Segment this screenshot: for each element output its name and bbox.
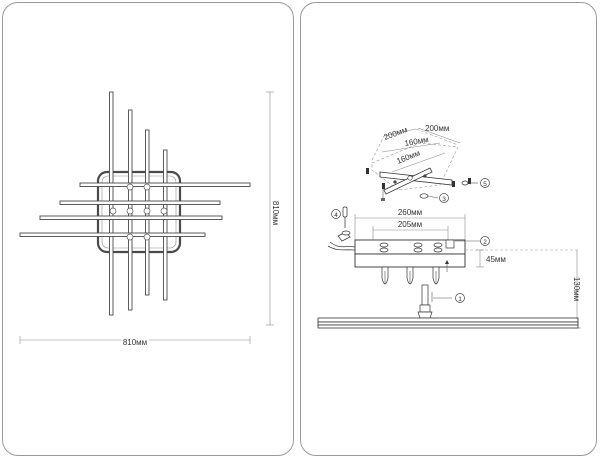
washer bbox=[419, 193, 429, 199]
callout-4: 4 bbox=[331, 209, 341, 219]
horizontal-bar-1 bbox=[79, 182, 251, 187]
right-panel-installation-view bbox=[300, 2, 597, 456]
vertical-bar-4 bbox=[163, 149, 168, 301]
stem bbox=[421, 284, 429, 306]
screwdriver-icon bbox=[342, 206, 348, 218]
horizontal-bar-3 bbox=[39, 215, 223, 220]
lamp-front-view: 810мм 810мм bbox=[19, 91, 282, 349]
svg-text:4: 4 bbox=[334, 212, 338, 219]
horizontal-bar-2 bbox=[59, 200, 221, 205]
canopy-base: 260мм 205мм bbox=[327, 206, 466, 285]
power-wire bbox=[329, 241, 356, 248]
stem-joint bbox=[419, 304, 431, 313]
svg-text:5: 5 bbox=[483, 181, 487, 188]
dim-205-label: 205мм bbox=[398, 220, 422, 229]
dim-200-right: 200мм bbox=[425, 124, 449, 133]
callout-2: 2 bbox=[455, 236, 490, 246]
height-dim-label: 810мм bbox=[271, 201, 280, 225]
lamp-bar-bottom bbox=[317, 324, 579, 329]
callout-1: 1 bbox=[455, 293, 465, 303]
dim-45-label: 45мм bbox=[486, 255, 506, 264]
bracket-bar-b bbox=[383, 167, 433, 195]
callout-5: 5 bbox=[480, 178, 490, 188]
mounting-bracket-exploded: 200мм 200мм 160мм 160мм bbox=[366, 124, 478, 201]
svg-text:2: 2 bbox=[483, 239, 487, 246]
horizontal-bar-4 bbox=[19, 232, 206, 237]
center-frame-inner bbox=[101, 175, 177, 249]
height-dimensions: 45мм 130мм bbox=[465, 249, 581, 329]
canopy-body bbox=[354, 253, 466, 268]
wall-anchor bbox=[461, 180, 469, 186]
lamp-bar-top bbox=[317, 317, 579, 323]
svg-text:1: 1 bbox=[458, 296, 462, 303]
svg-text:3: 3 bbox=[442, 196, 446, 203]
dim-160-upper: 160мм bbox=[404, 135, 430, 148]
center-frame bbox=[96, 170, 182, 254]
lamp-holders bbox=[381, 266, 440, 285]
dim-160-lower: 160мм bbox=[395, 148, 421, 165]
lamp-side-view bbox=[317, 284, 579, 329]
dim-260-label: 260мм bbox=[398, 208, 422, 217]
plate-screws bbox=[109, 183, 168, 241]
callout-3: 3 bbox=[439, 193, 449, 203]
dim-130-label: 130мм bbox=[572, 277, 581, 301]
bracket-screws bbox=[366, 168, 471, 201]
width-dim-label: 810мм bbox=[123, 338, 147, 347]
lamp-bar-mid bbox=[317, 321, 579, 326]
